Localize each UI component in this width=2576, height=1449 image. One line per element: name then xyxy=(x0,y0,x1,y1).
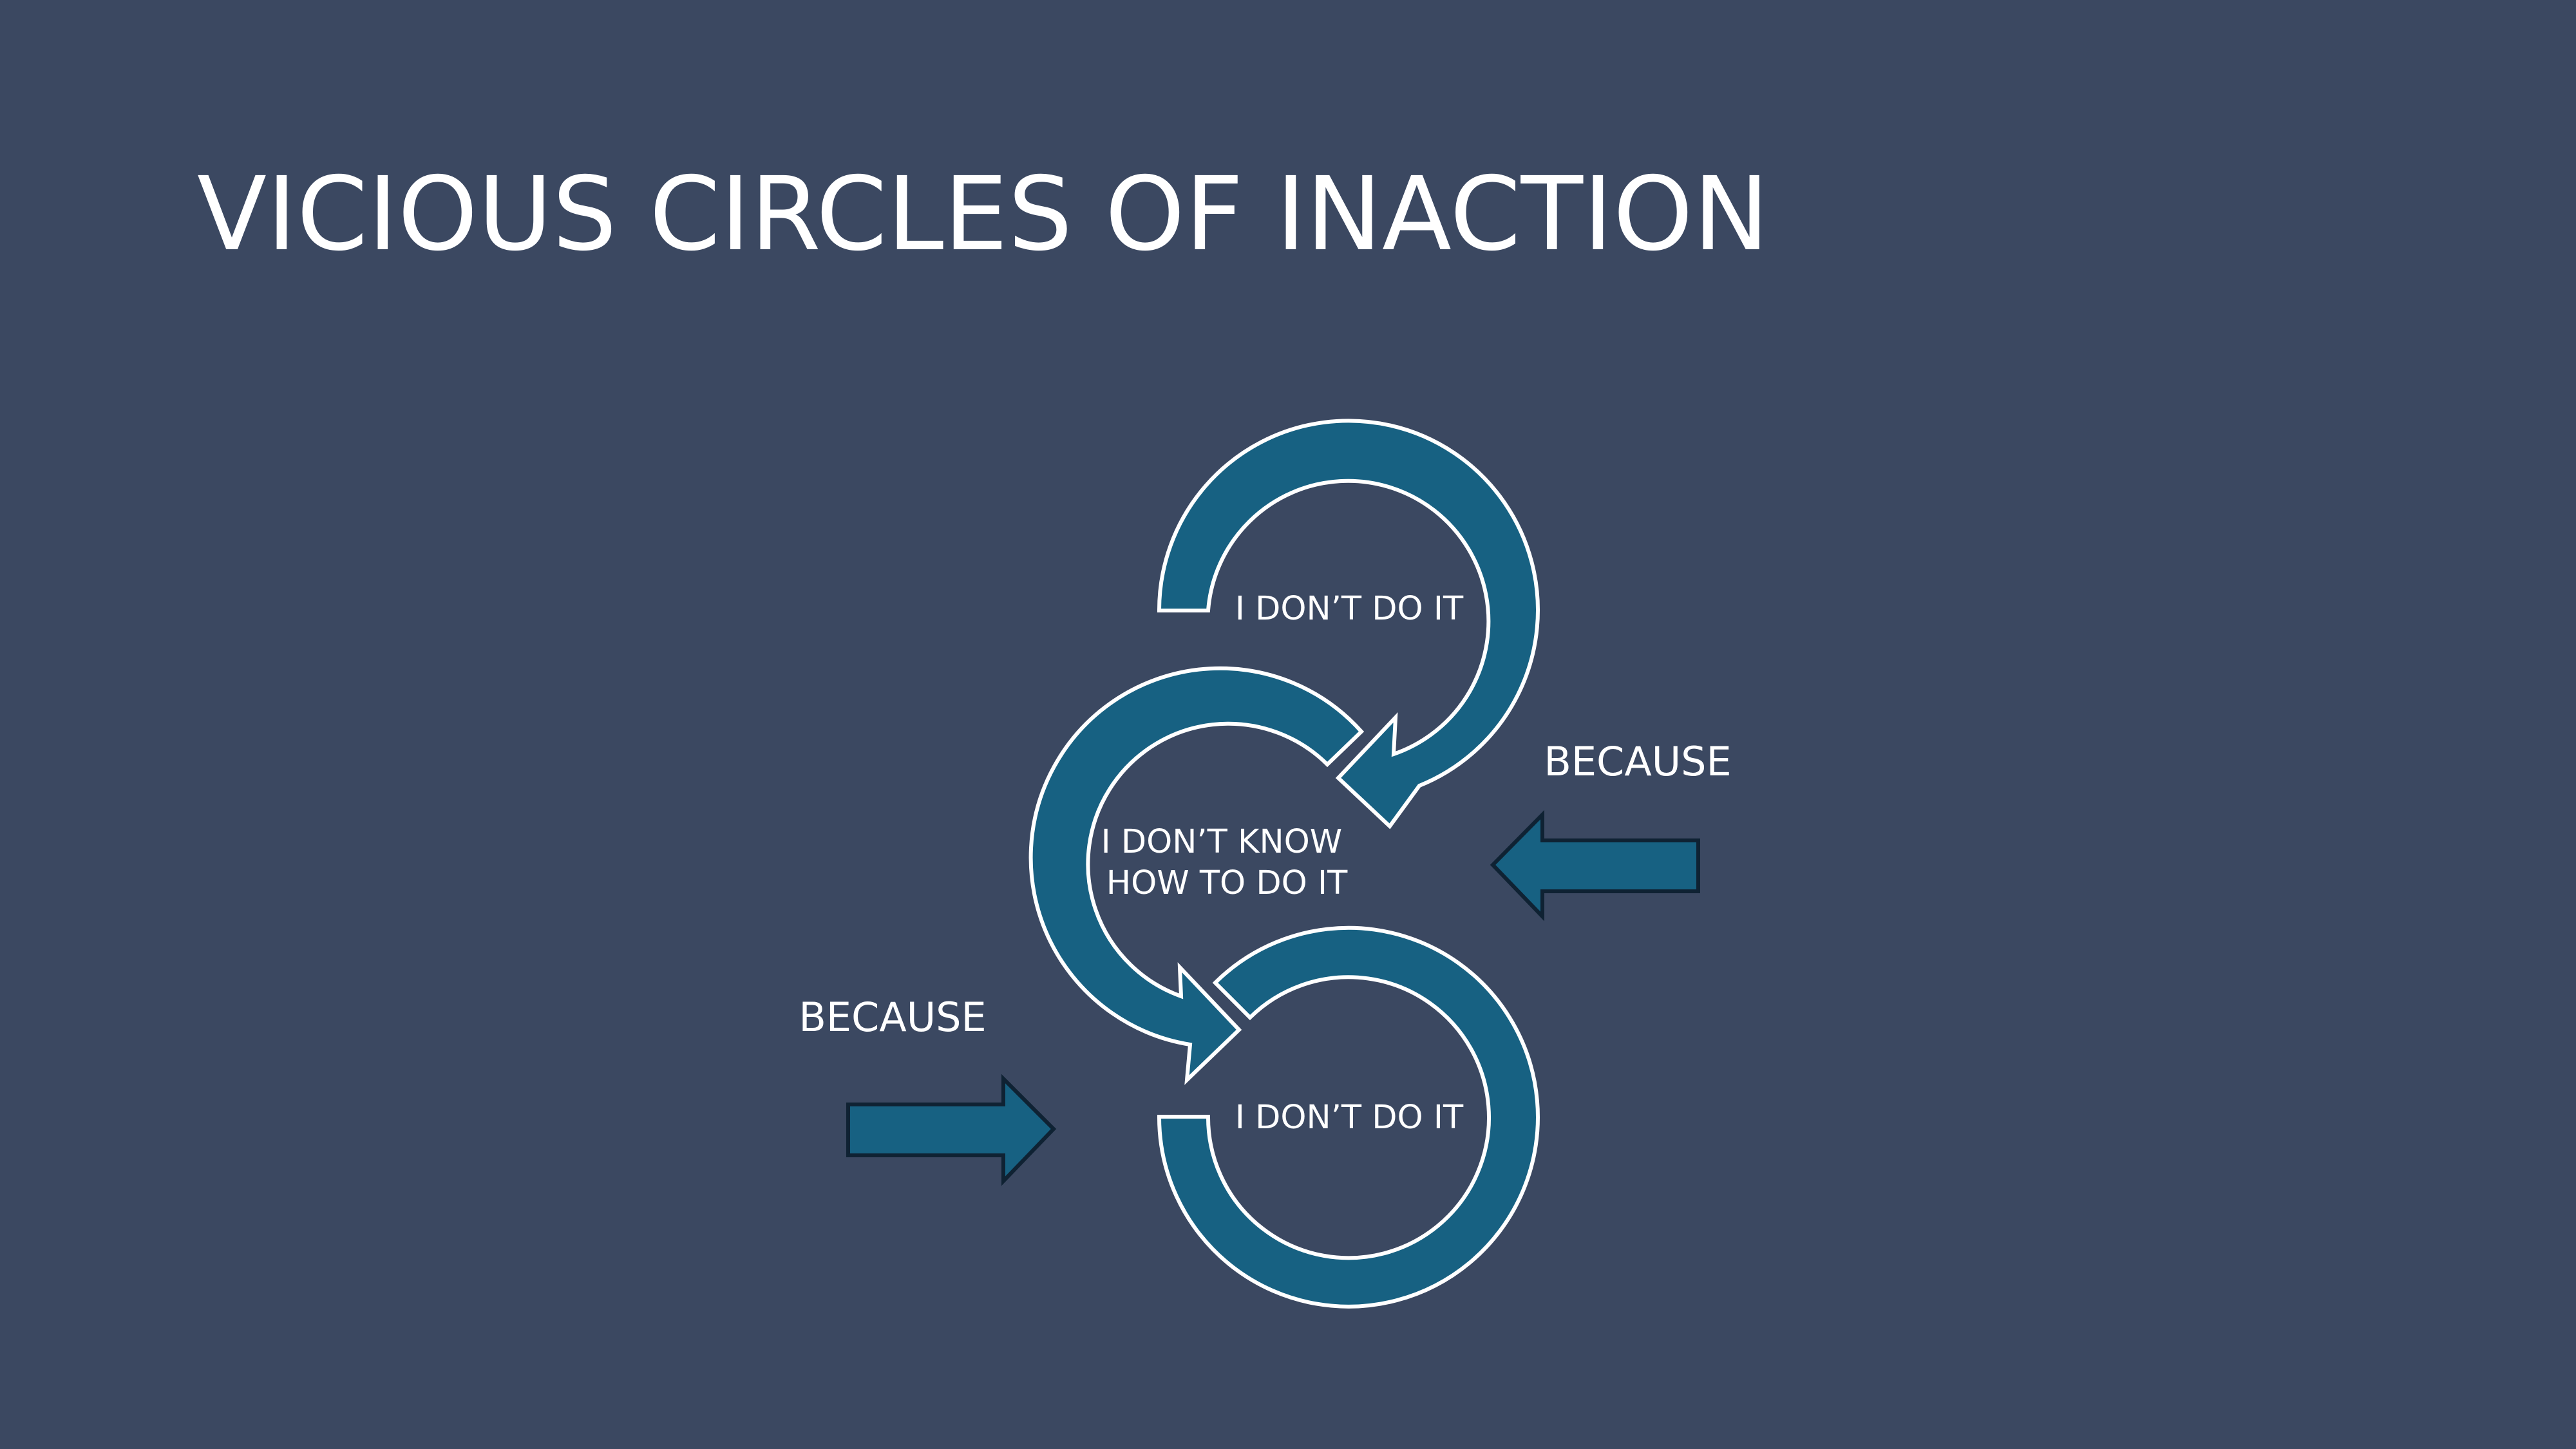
middle-circle-label-line-2: HOW TO DO IT xyxy=(1106,864,1348,902)
middle-circle-label: I DON’T KNOW HOW TO DO IT xyxy=(1101,823,1353,902)
top-circle-label: I DON’T DO IT xyxy=(1235,590,1464,628)
right-pointing-block-arrow xyxy=(846,1074,1057,1186)
middle-circular-arrow xyxy=(1028,666,1365,1085)
because-label-right: BECAUSE xyxy=(1544,738,1731,785)
bottom-circle-label: I DON’T DO IT xyxy=(1235,1099,1464,1137)
slide-title: VICIOUS CIRCLES OF INACTION xyxy=(197,155,1770,274)
bottom-circular-arrow xyxy=(1157,925,1540,1309)
left-pointing-block-arrow xyxy=(1490,810,1700,922)
middle-circle-label-line-1: I DON’T KNOW xyxy=(1101,823,1343,861)
because-label-left: BECAUSE xyxy=(799,994,986,1041)
top-circular-arrow xyxy=(1157,419,1540,829)
